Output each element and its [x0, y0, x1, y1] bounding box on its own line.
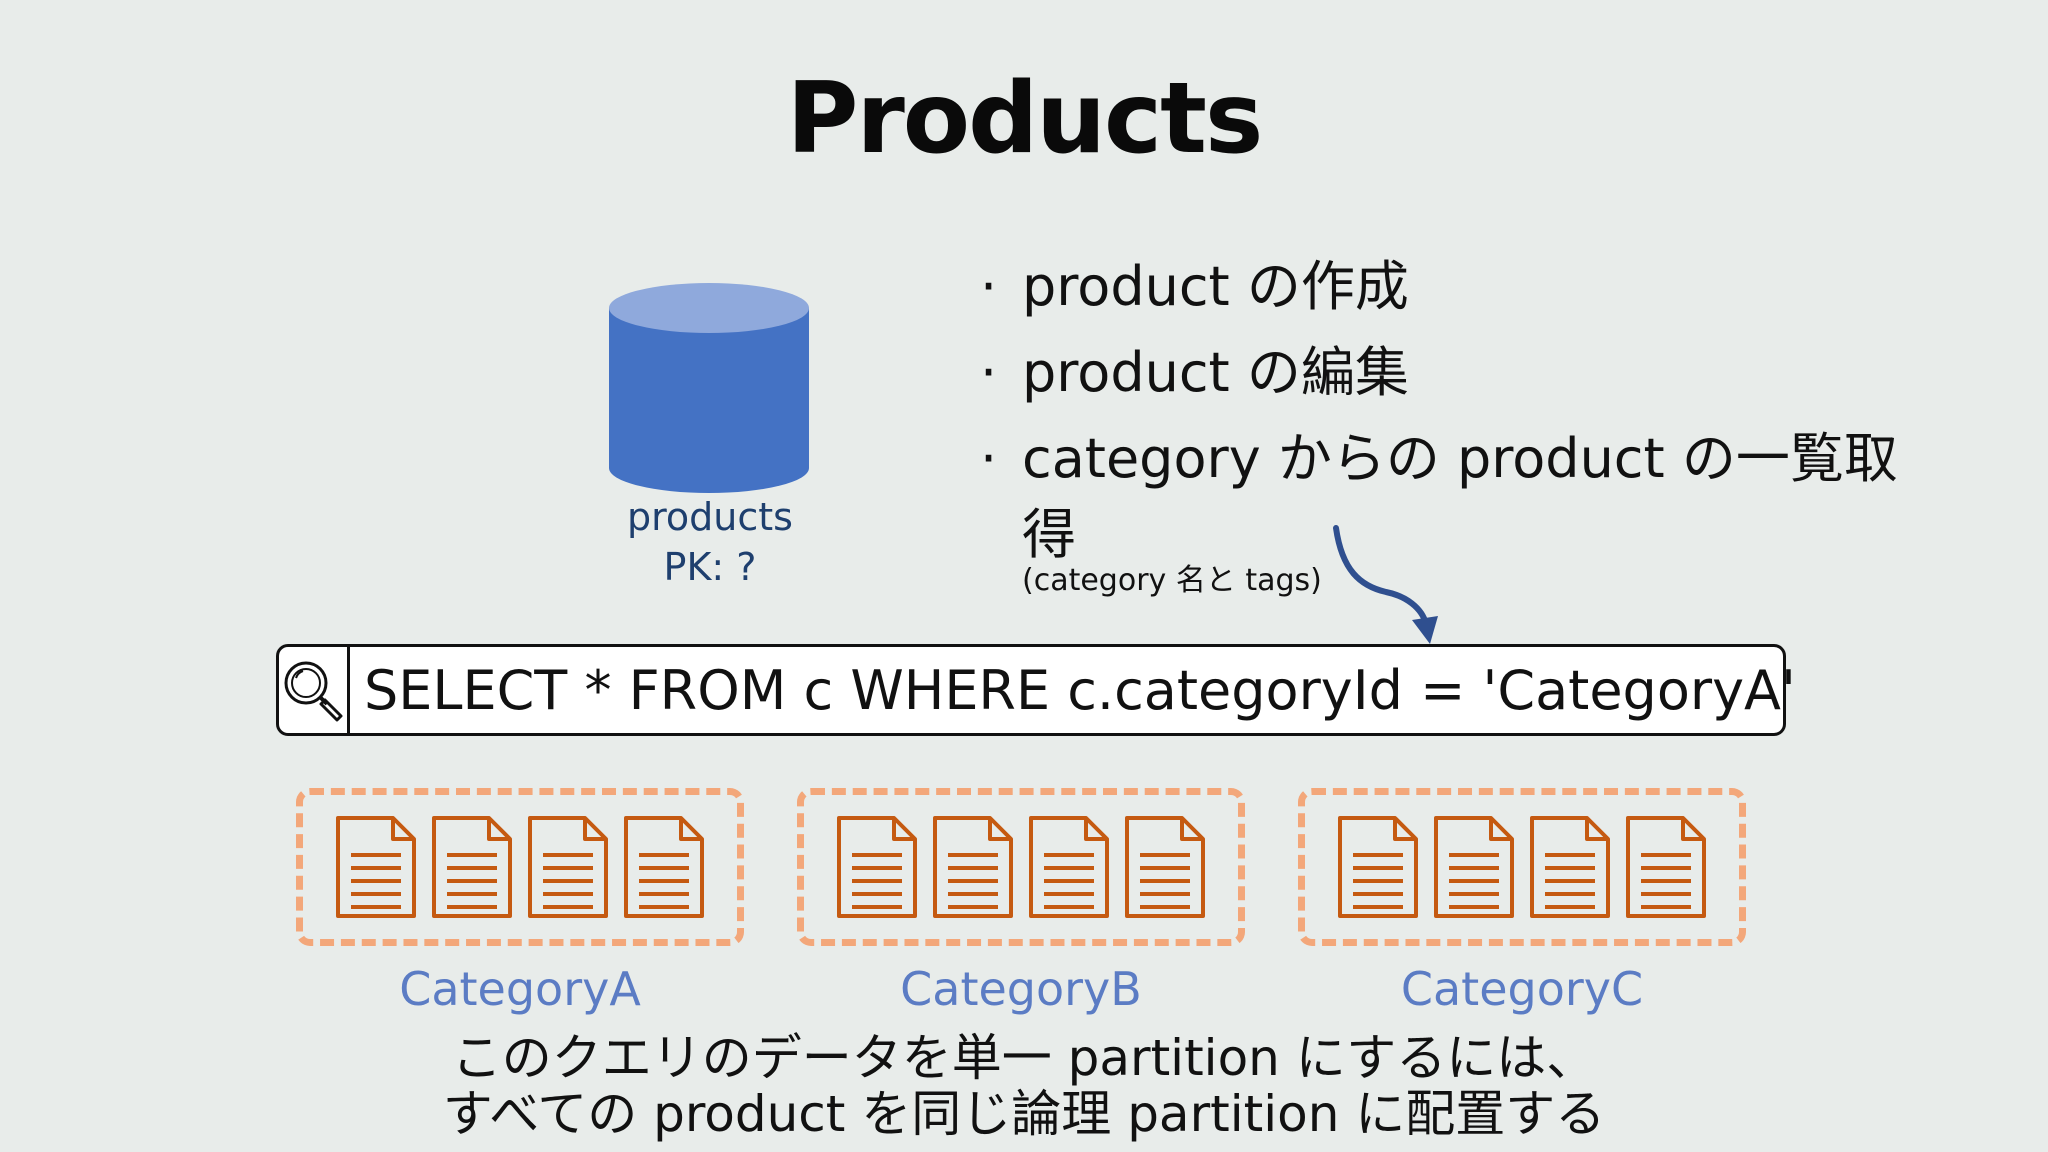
query-icon-cell — [279, 647, 350, 733]
document-icon — [528, 816, 608, 918]
bullet-item: product の作成 — [980, 244, 1980, 330]
container-name: products — [627, 495, 793, 539]
document-icon — [1029, 816, 1109, 918]
requirements-list: product の作成 product の編集 category からの pro… — [980, 244, 1980, 568]
document-icon — [1338, 816, 1418, 918]
document-icon — [1530, 816, 1610, 918]
document-icon — [933, 816, 1013, 918]
document-icon — [1626, 816, 1706, 918]
footer-text: このクエリのデータを単一 partition にするには、 すべての produ… — [0, 1030, 2048, 1142]
document-icon — [1434, 816, 1514, 918]
partition-key-label: PK: ? — [663, 545, 757, 589]
query-text: SELECT * FROM c WHERE c.categoryId = 'Ca… — [364, 658, 1796, 722]
document-icon — [1125, 816, 1205, 918]
partition-label: CategoryA — [399, 962, 641, 1016]
database-cylinder-icon — [609, 283, 809, 493]
partition-box — [797, 788, 1245, 946]
partition-label: CategoryB — [900, 962, 1142, 1016]
bullet-item: product の編集 — [980, 330, 1980, 416]
magnifier-icon — [284, 661, 343, 722]
document-icon — [837, 816, 917, 918]
document-icon — [624, 816, 704, 918]
slide-title: Products — [786, 62, 1264, 176]
document-icon — [432, 816, 512, 918]
footer-line: このクエリのデータを単一 partition にするには、 — [451, 1029, 1597, 1087]
bullet-item: category からの product の一覧取 得 — [980, 416, 1980, 568]
query-bar: SELECT * FROM c WHERE c.categoryId = 'Ca… — [276, 644, 1796, 736]
curved-arrow-icon — [1333, 525, 1438, 644]
partition-box — [1298, 788, 1746, 946]
document-icon — [336, 816, 416, 918]
footer-line: すべての product を同じ論理 partition に配置する — [442, 1085, 1606, 1143]
bullet-continuation: 得 — [1022, 503, 1076, 566]
bullet-note: (category 名と tags) — [1022, 563, 1322, 598]
partition-box — [296, 788, 744, 946]
partition-label: CategoryC — [1400, 962, 1644, 1016]
